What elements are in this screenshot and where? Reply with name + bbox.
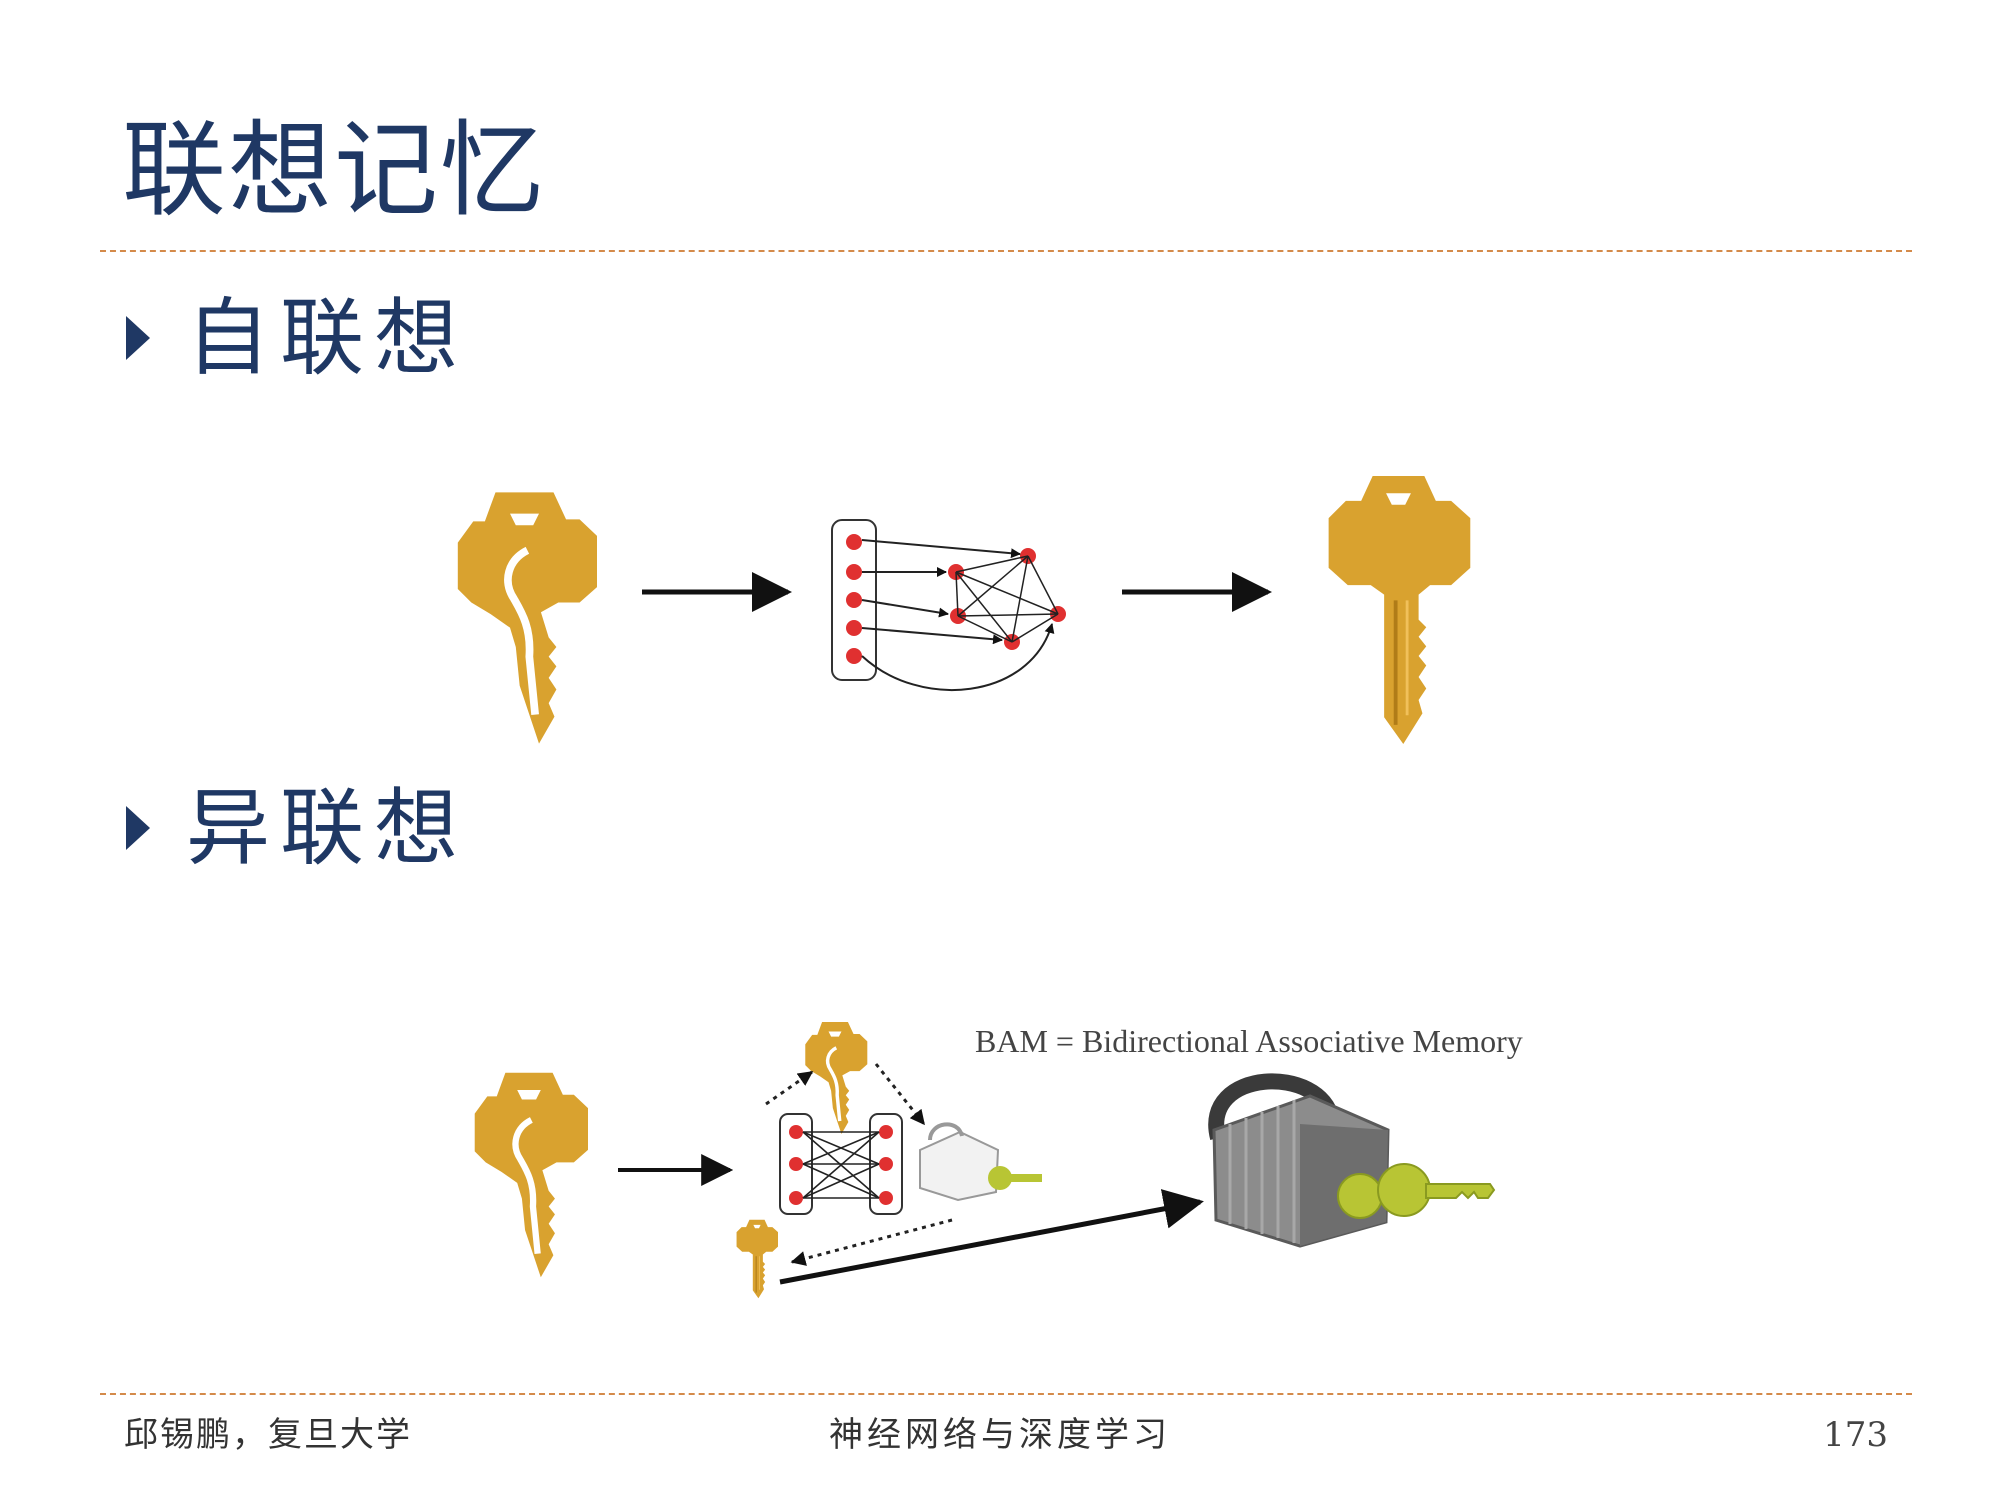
bam-network-icon (779, 1113, 903, 1215)
small-lock-icon (919, 1122, 1042, 1202)
bullet-label: 自联想 (186, 289, 469, 387)
small-key-icon (736, 1219, 778, 1299)
padlock-with-key-icon (1208, 1073, 1496, 1248)
network-icon (831, 519, 1066, 692)
bullet-auto-association: 自联想 (126, 296, 468, 380)
arrow-icon (779, 1189, 1204, 1285)
title-divider (100, 250, 1912, 252)
bullet-hetero-association: 异联想 (126, 786, 468, 870)
bullet-triangle-icon (126, 806, 150, 850)
complete-key-icon (1326, 476, 1471, 744)
bullet-label: 异联想 (186, 779, 469, 877)
slide-title: 联想记忆 (122, 109, 547, 231)
small-broken-key-icon (803, 1022, 868, 1134)
broken-key-icon (475, 1073, 588, 1278)
footer-divider (100, 1393, 1912, 1395)
dotted-arrows (765, 1063, 953, 1266)
bam-label: BAM = Bidirectional Associative Memory (975, 1023, 1523, 1059)
page-number: 173 (1823, 1415, 1888, 1455)
footer-course: 神经网络与深度学习 (829, 1415, 1171, 1455)
broken-key-icon (458, 492, 597, 743)
footer-author: 邱锡鹏，复旦大学 (124, 1415, 412, 1455)
bullet-triangle-icon (126, 316, 150, 360)
